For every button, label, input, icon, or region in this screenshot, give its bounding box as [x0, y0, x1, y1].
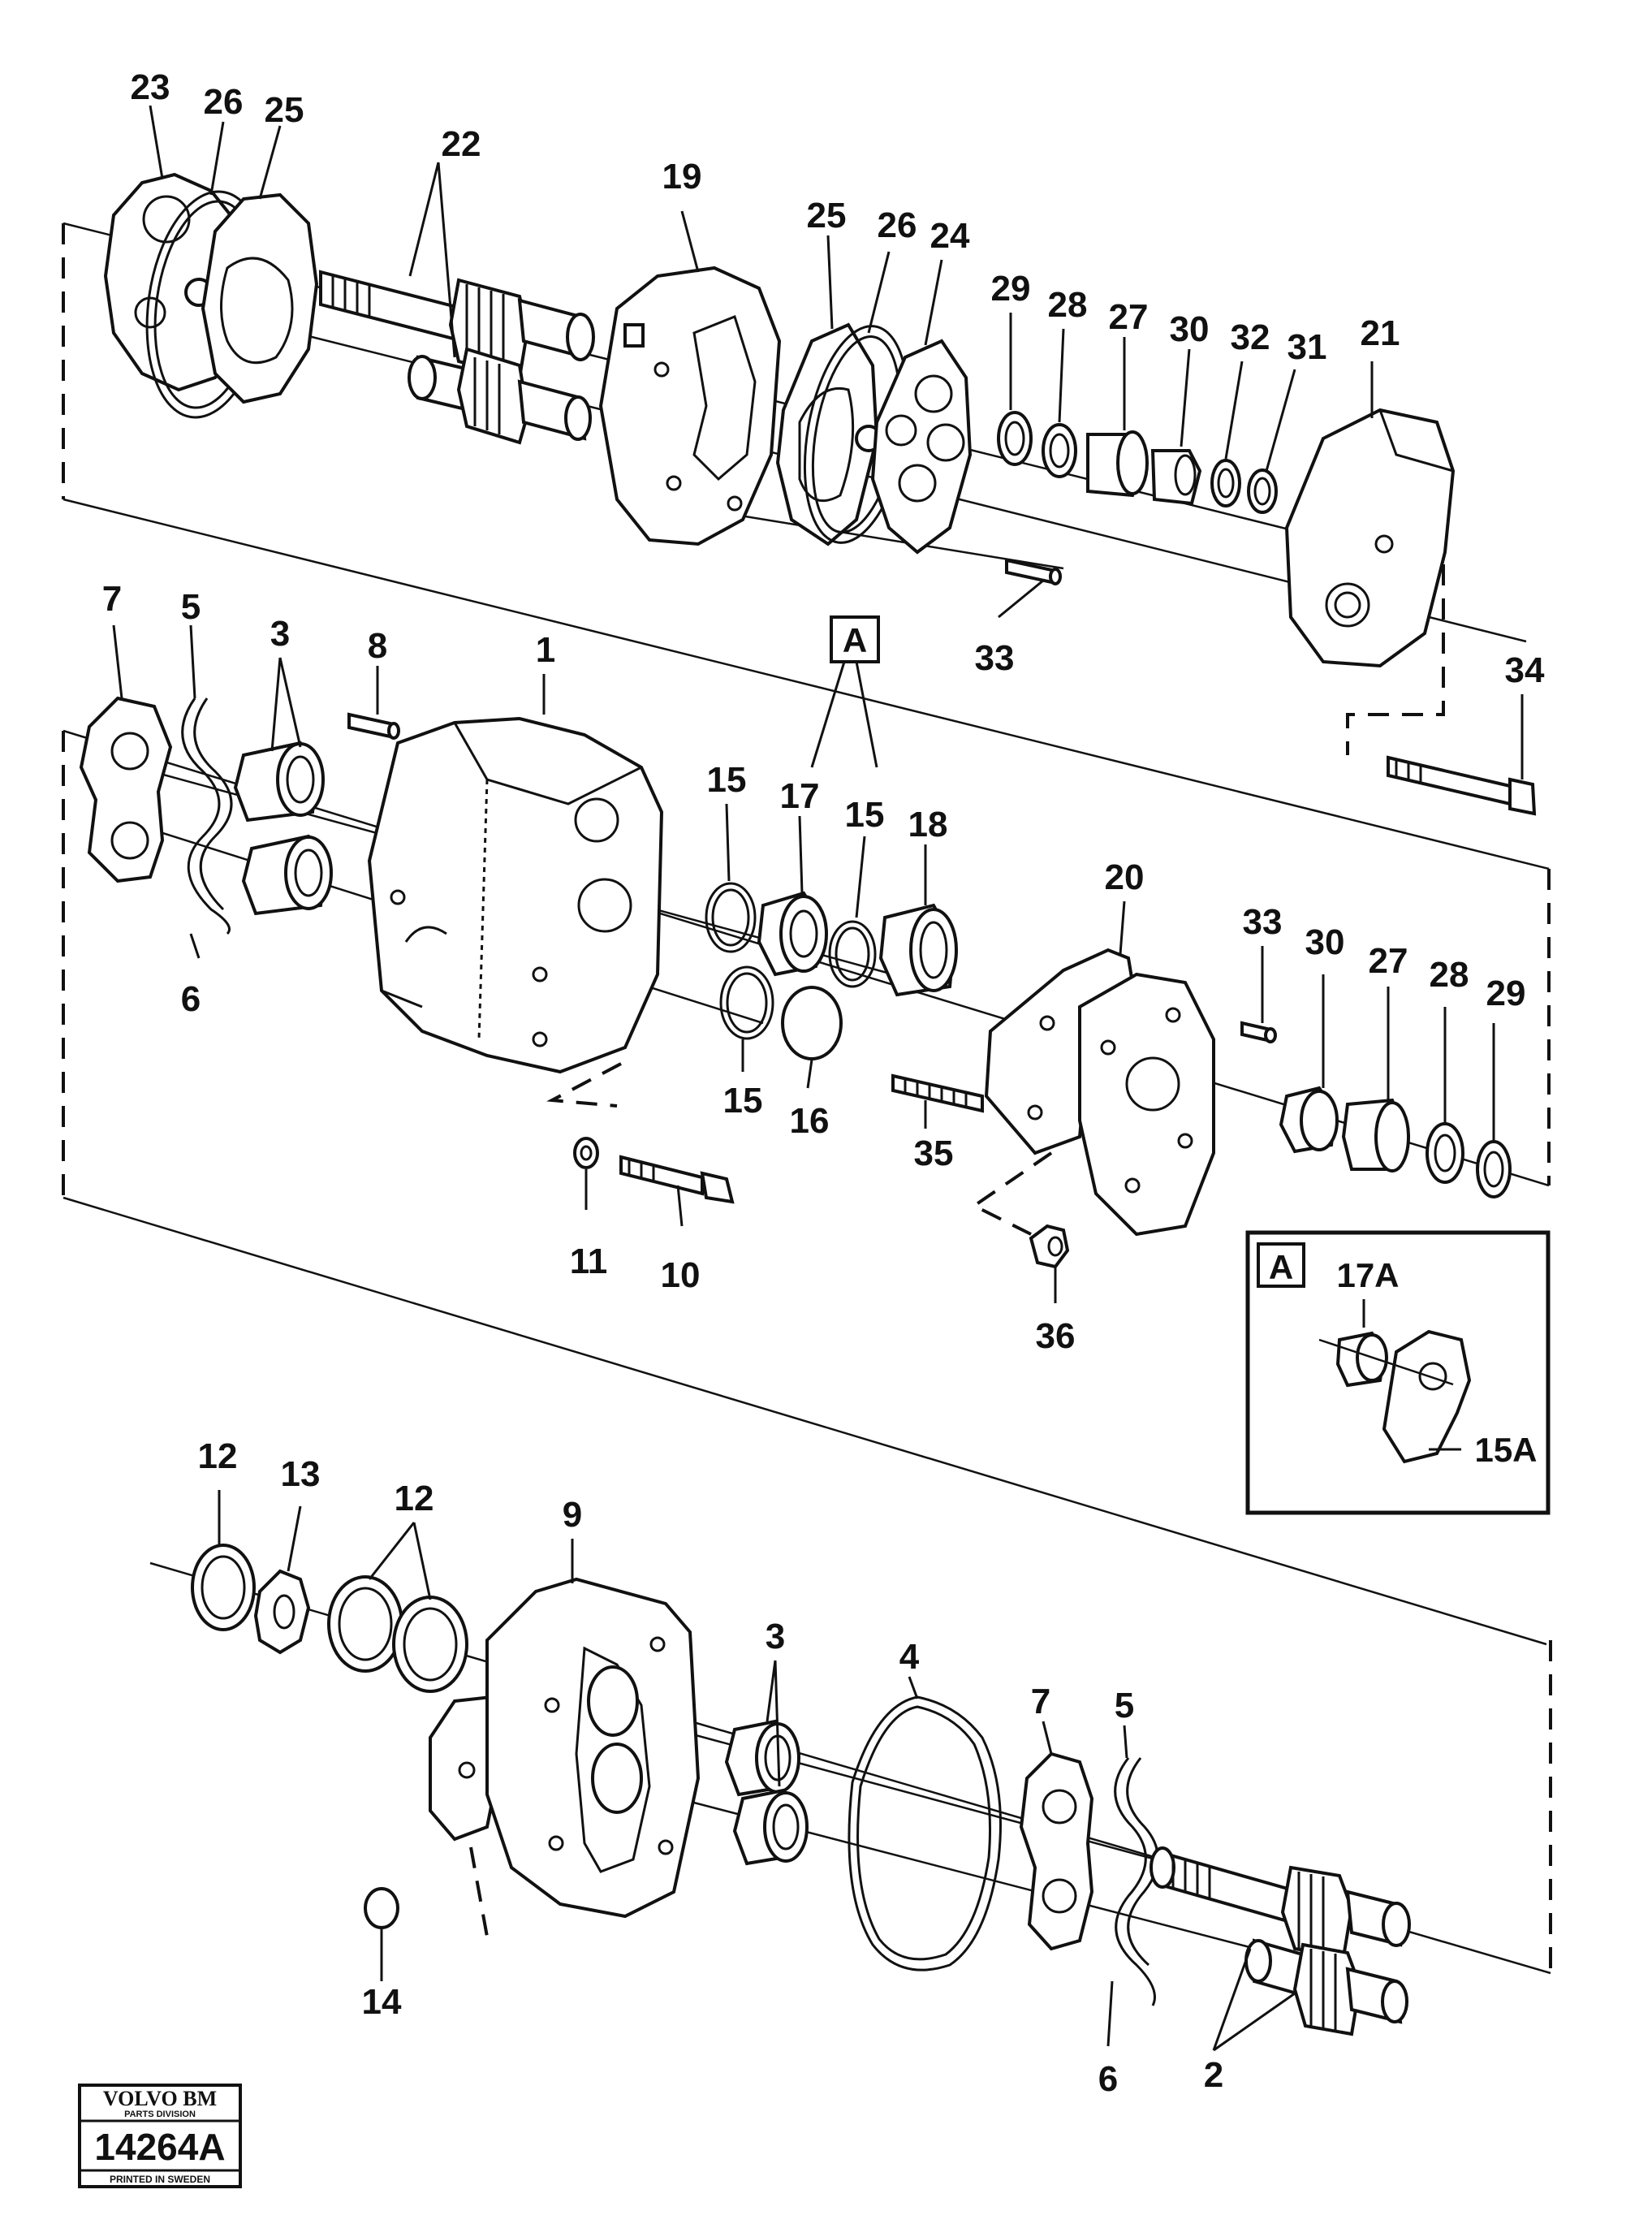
- bushings-3-bottom: [724, 1719, 809, 1866]
- callout-16: 16: [790, 1101, 830, 1141]
- seal-rings-12-right: [327, 1575, 468, 1693]
- bushings-3-top: [233, 741, 333, 916]
- group-marker-a-label: A: [843, 621, 867, 659]
- callout-11: 11: [570, 1242, 608, 1281]
- stud-35: [891, 1073, 984, 1113]
- callout-27: 27: [1109, 297, 1149, 337]
- callout-25: 25: [807, 196, 847, 235]
- callout-21: 21: [1361, 313, 1400, 353]
- leader-lines: [112, 105, 1524, 2052]
- bolt-34: [1387, 755, 1537, 816]
- callout-30: 30: [1305, 922, 1345, 962]
- stamp-brand: VOLVO BM: [103, 2087, 217, 2110]
- cover-housing-21: [1284, 408, 1456, 668]
- bushing-18: [878, 903, 958, 997]
- callout-7: 7: [102, 579, 122, 619]
- stamp-footer: PRINTED IN SWEDEN: [110, 2174, 210, 2185]
- bearing-plate-7-bottom: [1019, 1751, 1094, 1951]
- callout-33: 33: [1243, 902, 1283, 942]
- callout-6: 6: [181, 979, 201, 1019]
- end-cover-20: [984, 948, 1215, 1237]
- seal-stack-top: [997, 411, 1278, 514]
- inset-label-17a: 17A: [1336, 1256, 1399, 1294]
- callout-13: 13: [281, 1454, 321, 1494]
- callout-29: 29: [1486, 974, 1526, 1013]
- spring-5-bottom: [1114, 1757, 1159, 2006]
- seal-17: [757, 891, 828, 977]
- drive-gear-shaft-22: [319, 270, 595, 445]
- callout-18: 18: [908, 805, 948, 844]
- callout-14: 14: [362, 1982, 402, 2022]
- callout-15: 15: [723, 1081, 763, 1121]
- o-rings-15: [705, 882, 877, 1040]
- callout-1: 1: [536, 630, 555, 670]
- callout-3: 3: [270, 614, 290, 654]
- volvo-bm-stamp: VOLVO BM PARTS DIVISION 14264A PRINTED I…: [78, 2084, 242, 2188]
- callout-2: 2: [1204, 2055, 1223, 2095]
- drive-gear-shaft-2: [1149, 1846, 1411, 2036]
- callout-numbers: 23 26 25 22 19 25 26 24 29 28 27 30 32 3…: [102, 67, 1545, 2099]
- callout-26: 26: [878, 205, 917, 245]
- stamp-division: PARTS DIVISION: [124, 2110, 196, 2119]
- plate-25-left: [201, 192, 319, 404]
- gear-housing-ring-19: [598, 266, 782, 546]
- callout-28: 28: [1430, 955, 1469, 995]
- spring-5-top: [181, 697, 233, 935]
- pump-body-1: [367, 716, 664, 1074]
- callout-32: 32: [1231, 317, 1270, 357]
- pin-33-mid: [1240, 1021, 1277, 1043]
- nut-36: [1029, 1224, 1070, 1269]
- callout-10: 10: [661, 1255, 701, 1295]
- callout-5: 5: [181, 587, 201, 627]
- stamp-number: 14264A: [94, 2126, 225, 2168]
- callout-31: 31: [1288, 327, 1327, 367]
- callout-15: 15: [845, 795, 885, 835]
- callout-34: 34: [1505, 650, 1545, 690]
- inset-box-a: [1245, 1230, 1551, 1515]
- callout-12: 12: [395, 1479, 434, 1518]
- callout-23: 23: [131, 67, 170, 107]
- callout-7: 7: [1031, 1682, 1050, 1721]
- callout-22: 22: [442, 124, 481, 164]
- inset-marker-a: A: [1269, 1248, 1293, 1286]
- callout-9: 9: [563, 1495, 582, 1535]
- plug-14: [364, 1887, 399, 1929]
- seal-stack-mid: [1279, 1086, 1512, 1198]
- group-marker-a: A: [830, 615, 880, 663]
- callout-17: 17: [780, 776, 820, 816]
- callout-20: 20: [1105, 857, 1145, 897]
- pin-8: [347, 712, 400, 740]
- callout-27: 27: [1369, 941, 1408, 981]
- callout-24: 24: [930, 216, 970, 256]
- callout-36: 36: [1036, 1316, 1076, 1356]
- callout-29: 29: [991, 269, 1031, 309]
- bearing-plate-7-top: [79, 696, 173, 883]
- assembly-boundary-lines: [62, 223, 1552, 1973]
- callout-28: 28: [1048, 285, 1088, 325]
- callout-26: 26: [204, 82, 244, 122]
- callout-30: 30: [1170, 309, 1210, 349]
- callout-15: 15: [707, 760, 747, 800]
- callout-4: 4: [899, 1637, 920, 1677]
- callout-12: 12: [198, 1436, 238, 1476]
- bolt-10-washer-11: [573, 1137, 735, 1204]
- callout-19: 19: [662, 157, 702, 196]
- gasket-4: [848, 1695, 1002, 1971]
- callout-35: 35: [914, 1134, 954, 1173]
- callout-8: 8: [368, 626, 387, 666]
- seal-ring-12-left: [191, 1544, 256, 1631]
- plate-24: [870, 339, 973, 555]
- callout-33: 33: [975, 638, 1015, 678]
- callout-3: 3: [766, 1617, 785, 1656]
- inset-label-15a: 15A: [1474, 1431, 1537, 1469]
- lock-washer-13: [253, 1569, 311, 1655]
- callout-6: 6: [1098, 2059, 1118, 2099]
- front-cover-9: [429, 1577, 701, 1919]
- plug-16: [781, 986, 843, 1060]
- callout-5: 5: [1115, 1686, 1134, 1725]
- pin-33-top: [1005, 558, 1062, 585]
- callout-25: 25: [265, 90, 304, 130]
- inset-plate-15a: [1382, 1329, 1472, 1464]
